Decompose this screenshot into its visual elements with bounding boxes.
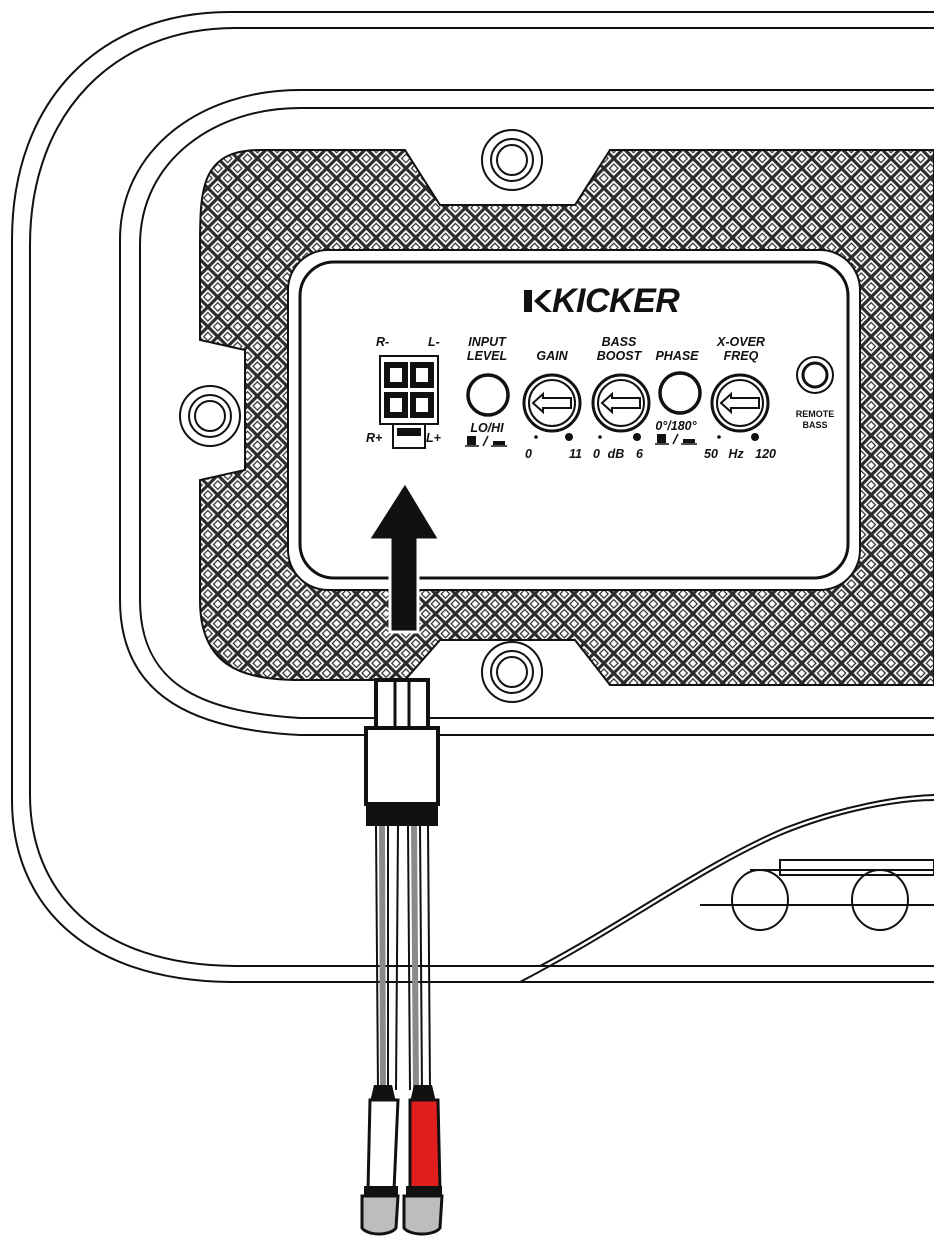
enclosure-shell bbox=[11, 11, 934, 983]
bass-boost-scale-unit: dB bbox=[608, 447, 625, 461]
gain-label: GAIN bbox=[536, 349, 568, 363]
rca-wires bbox=[375, 825, 431, 1091]
xover-freq-knob[interactable]: X-OVER FREQ 50 Hz 120 bbox=[704, 335, 776, 461]
rca-plug-red bbox=[402, 1085, 444, 1236]
bass-boost-label-line1: BASS bbox=[602, 335, 637, 349]
xover-label-line2: FREQ bbox=[724, 349, 759, 363]
harness-plug bbox=[364, 678, 440, 826]
gain-scale-min: 0 bbox=[525, 447, 532, 461]
phase-bottom-label: 0°/180° bbox=[655, 419, 697, 433]
bass-boost-label-line2: BOOST bbox=[597, 349, 643, 363]
gain-scale-max: 11 bbox=[569, 447, 582, 461]
phase-switch[interactable]: PHASE 0°/180° bbox=[655, 349, 702, 445]
xover-pointer-icon bbox=[719, 391, 760, 415]
input-level-label-line2: LEVEL bbox=[467, 349, 507, 363]
connector-label-l-plus: L+ bbox=[426, 431, 442, 445]
remote-bass-jack[interactable]: REMOTE BASS bbox=[796, 356, 835, 430]
bass-boost-knob[interactable]: BASS BOOST 0 dB 6 bbox=[591, 335, 651, 461]
kicker-logo: KICKER bbox=[524, 282, 681, 320]
phase-label: PHASE bbox=[655, 349, 699, 363]
connector-label-r-minus: R- bbox=[376, 335, 389, 349]
up-arrow-icon bbox=[365, 479, 443, 634]
input-level-bottom-label: LO/HI bbox=[470, 421, 504, 435]
xover-scale-min: 50 bbox=[704, 447, 718, 461]
connector-label-r-plus: R+ bbox=[366, 431, 383, 445]
input-connector: R- L- R+ L+ bbox=[366, 335, 442, 449]
gain-pointer-icon bbox=[531, 391, 572, 415]
input-level-switch[interactable]: INPUT LEVEL LO/HI bbox=[465, 335, 510, 447]
connector-label-l-minus: L- bbox=[428, 335, 440, 349]
bass-boost-pointer-icon bbox=[600, 391, 641, 415]
input-level-label-line1: INPUT bbox=[468, 335, 507, 349]
xover-label-line1: X-OVER bbox=[716, 335, 765, 349]
switch-up-symbol bbox=[683, 439, 695, 443]
lower-fairing bbox=[519, 794, 934, 983]
switch-down-symbol bbox=[657, 434, 666, 443]
xover-scale-unit: Hz bbox=[728, 447, 744, 461]
bass-boost-scale-min: 0 bbox=[593, 447, 600, 461]
brand-text: KICKER bbox=[552, 282, 680, 320]
remote-bass-label-line1: REMOTE bbox=[796, 409, 835, 419]
bass-boost-scale-max: 6 bbox=[636, 447, 644, 461]
xover-scale-max: 120 bbox=[755, 447, 776, 461]
remote-bass-label-line2: BASS bbox=[802, 420, 827, 430]
mounting-screws bbox=[179, 129, 543, 703]
switch-up-symbol bbox=[493, 441, 505, 445]
gain-knob[interactable]: GAIN 0 11 bbox=[522, 349, 582, 461]
switch-down-symbol bbox=[467, 436, 476, 445]
rca-plug-white bbox=[360, 1085, 400, 1236]
